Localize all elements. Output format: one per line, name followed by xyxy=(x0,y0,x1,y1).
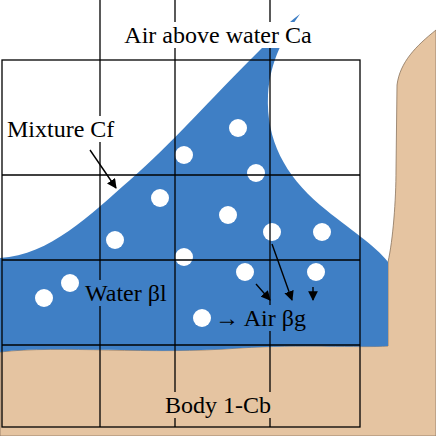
region-label: Air above water Ca xyxy=(121,22,314,48)
region-label: Water βl xyxy=(82,280,170,306)
leader-arrows xyxy=(90,150,313,300)
region-label: Body 1-Cb xyxy=(162,392,274,418)
region-label: Mixture Cf xyxy=(4,116,117,142)
grid-lines xyxy=(2,0,360,427)
region-label: → Air βg xyxy=(212,305,309,331)
water-region xyxy=(0,14,388,352)
air-bubbles xyxy=(35,119,331,327)
